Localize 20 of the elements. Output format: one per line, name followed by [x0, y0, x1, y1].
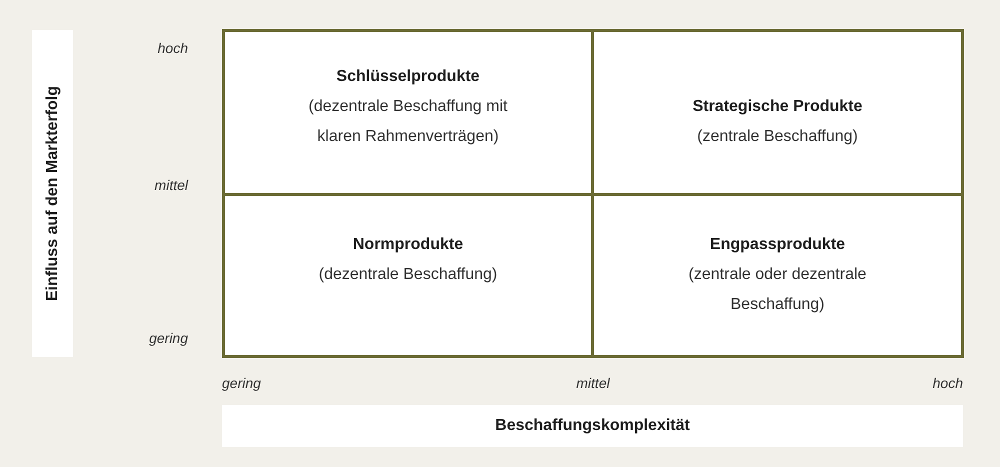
axis-tick-label: gering: [149, 329, 188, 348]
quadrant-description: (zentrale Beschaffung): [697, 127, 858, 147]
axis-tick-label: gering: [222, 374, 261, 393]
matrix-quadrant: [222, 193, 594, 358]
axis-title: Einfluss auf den Markterfolg: [42, 86, 62, 302]
quadrant-title: Strategische Produkte: [692, 97, 862, 117]
axis-tick-label: mittel: [576, 374, 610, 393]
axis-title: Beschaffungskomplexität: [495, 416, 690, 436]
quadrant-description: (zentrale oder dezentrale Beschaffung): [688, 265, 868, 315]
quadrant-description: (dezentrale Beschaffung): [318, 265, 498, 285]
axis-tick-label: hoch: [932, 374, 963, 393]
quadrant-title: Normprodukte: [352, 235, 464, 255]
matrix-quadrant: [591, 193, 964, 358]
matrix-quadrant: [591, 29, 964, 196]
matrix-quadrant: [222, 29, 594, 196]
axis-tick-label: mittel: [154, 176, 188, 195]
quadrant-title: Schlüsselprodukte: [336, 67, 480, 87]
quadrant-description: (dezentrale Beschaffung mit klaren Rahmenverträgen): [308, 97, 508, 147]
axis-tick-label: hoch: [158, 39, 188, 58]
quadrant-title: Engpassprodukte: [710, 235, 846, 255]
